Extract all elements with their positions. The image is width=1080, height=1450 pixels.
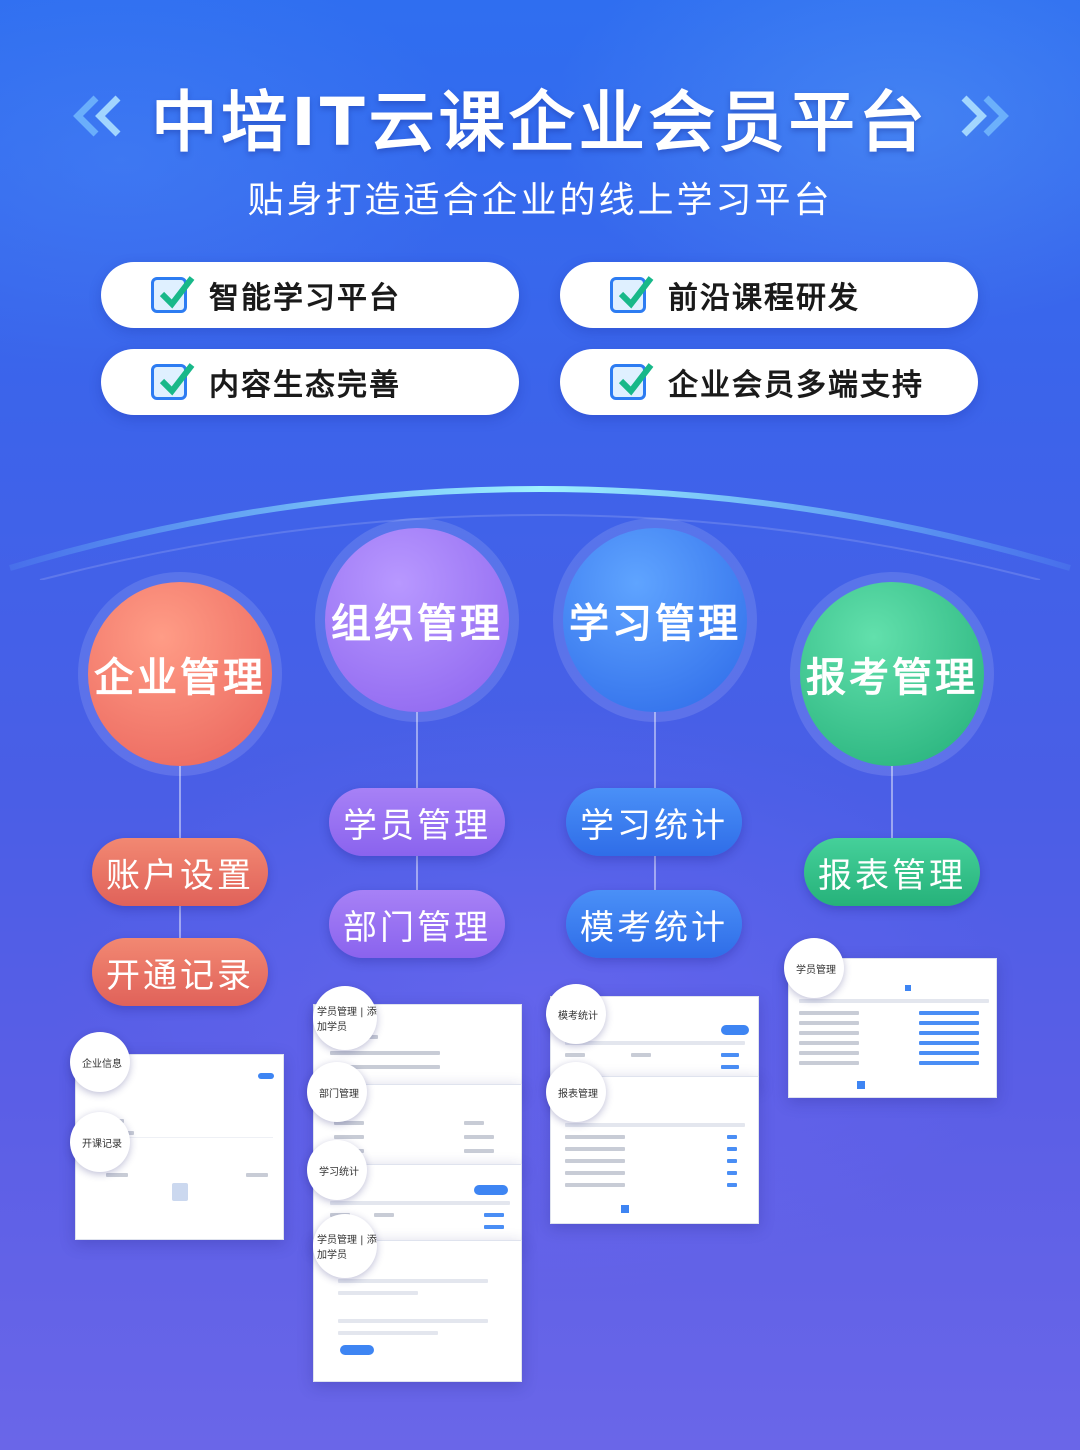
label-study-stats: 学习统计 — [307, 1140, 367, 1200]
feature-pill-multi-device: 企业会员多端支持 — [560, 349, 978, 415]
module-learning-mgmt[interactable]: 学习管理 — [563, 528, 747, 712]
btn-student-mgmt[interactable]: 学员管理 — [329, 788, 505, 856]
check-icon — [610, 276, 654, 313]
label-dept-mgmt: 部门管理 — [307, 1062, 367, 1122]
feature-pill-content-ecosystem: 内容生态完善 — [101, 349, 519, 415]
btn-study-stats[interactable]: 学习统计 — [566, 788, 742, 856]
label-student-mgmt: 学员管理 — [784, 938, 844, 998]
btn-exam-stats[interactable]: 模考统计 — [566, 890, 742, 958]
label-student-add-2: 学员管理 | 添加学员 — [313, 1214, 377, 1278]
module-enterprise-mgmt[interactable]: 企业管理 — [88, 582, 272, 766]
btn-open-records[interactable]: 开通记录 — [92, 938, 268, 1006]
feature-label: 企业会员多端支持 — [668, 368, 924, 403]
label-report-mgmt: 报表管理 — [546, 1062, 606, 1122]
btn-dept-mgmt[interactable]: 部门管理 — [329, 890, 505, 958]
feature-label: 前沿课程研发 — [668, 281, 860, 316]
module-org-mgmt[interactable]: 组织管理 — [325, 528, 509, 712]
double-chevron-right-icon — [961, 95, 1009, 137]
label-open-record: 开课记录 — [70, 1112, 130, 1172]
feature-pill-smart-learning: 智能学习平台 — [101, 262, 519, 328]
feature-pill-course-rd: 前沿课程研发 — [560, 262, 978, 328]
decorative-arc — [9, 486, 1071, 580]
label-enterprise-info: 企业信息 — [70, 1032, 130, 1092]
double-chevron-left-icon — [73, 95, 121, 137]
check-icon — [610, 363, 654, 400]
feature-label: 内容生态完善 — [209, 368, 401, 403]
page-subtitle: 贴身打造适合企业的线上学习平台 — [247, 180, 833, 221]
btn-account-settings[interactable]: 账户设置 — [92, 838, 268, 906]
check-icon — [151, 276, 195, 313]
page-title: 中培IT云课企业会员平台 — [151, 84, 929, 161]
connector-line — [891, 766, 893, 876]
module-exam-mgmt[interactable]: 报考管理 — [800, 582, 984, 766]
btn-report-mgmt[interactable]: 报表管理 — [804, 838, 980, 906]
check-icon — [151, 363, 195, 400]
label-exam-stats: 模考统计 — [546, 984, 606, 1044]
label-student-add: 学员管理 | 添加学员 — [313, 986, 377, 1050]
feature-label: 智能学习平台 — [209, 281, 401, 316]
